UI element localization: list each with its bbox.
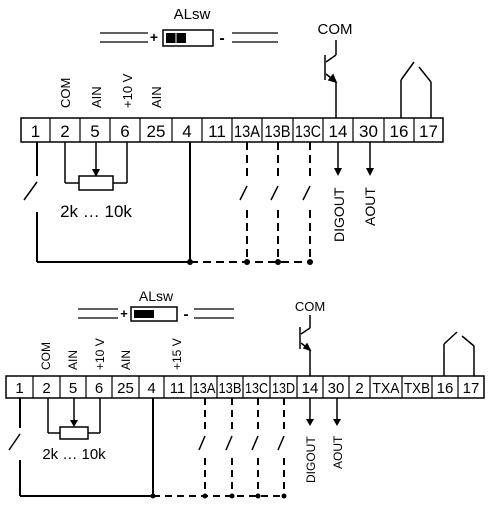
top-aout-label: AOUT (362, 187, 378, 226)
bottom-aout-label: AOUT (331, 435, 345, 469)
bottom-switch-plus: + (120, 306, 128, 321)
bottom-terminal-strip (5, 375, 485, 399)
top-terminal-13a: 13A (234, 122, 261, 141)
bottom-label-plus10v: +10 V (93, 338, 107, 370)
top-wiring-diagram: ALsw + - COM AIN +10 V AIN COM (20, 6, 444, 265)
bottom-terminal-16: 16 (437, 380, 454, 397)
bottom-terminal-30: 30 (328, 380, 345, 397)
bottom-terminal-6: 6 (95, 380, 103, 397)
bottom-terminal-13b: 13B (219, 380, 242, 397)
top-label-ain: AIN (89, 86, 104, 108)
bottom-pot-wiper-arrow (70, 420, 78, 427)
bottom-relay-contact (443, 331, 475, 376)
top-terminal-1: 1 (31, 122, 40, 141)
bottom-terminal-2: 2 (42, 380, 50, 397)
bottom-terminal-13c: 13C (245, 380, 268, 397)
top-switch (100, 29, 278, 47)
bottom-terminal-5: 5 (69, 380, 77, 397)
top-label-plus10v: +10 V (120, 73, 135, 108)
bottom-label-com: COM (39, 342, 53, 370)
top-label-com: COM (58, 78, 73, 108)
bottom-wiring (8, 398, 285, 497)
bottom-terminal-13a: 13A (193, 380, 216, 397)
top-digout-arrow (334, 168, 342, 176)
top-junction-dot (187, 259, 193, 265)
bottom-terminal-25: 25 (117, 380, 134, 397)
top-junction-dot (275, 259, 281, 265)
top-relay-contact (400, 61, 432, 118)
bottom-label-plus15v: +15 V (170, 338, 184, 370)
top-terminal-4: 4 (182, 122, 191, 141)
top-terminal-13b: 13B (265, 122, 291, 141)
top-pot-wiper-arrow (92, 169, 100, 177)
top-switch-label: ALsw (174, 6, 211, 23)
bottom-label-ain2: AIN (119, 350, 133, 370)
top-transistor-label: COM (318, 21, 353, 38)
bottom-output-arrows (309, 398, 338, 420)
bottom-switch (78, 306, 234, 322)
top-switch-minus: - (219, 30, 224, 47)
top-terminal-25: 25 (147, 122, 166, 141)
bottom-wiring-diagram: ALsw + - COM AIN +10 V AIN +15 V COM (5, 288, 485, 499)
bottom-terminal-txb: TXB (404, 380, 430, 397)
top-junction-dot (307, 259, 313, 265)
bottom-terminal-11: 11 (170, 380, 186, 397)
bottom-digout-label: DIGOUT (304, 436, 318, 483)
top-switch-plus: + (150, 29, 158, 45)
top-terminal-2: 2 (60, 122, 69, 141)
bottom-transistor-symbol (299, 315, 312, 376)
bottom-junction-dot (202, 493, 208, 499)
top-output-arrows (337, 142, 371, 170)
bottom-terminal-2b: 2 (355, 380, 363, 397)
bottom-terminal-4: 4 (147, 380, 155, 397)
top-terminal-6: 6 (120, 122, 129, 141)
bottom-terminal-17: 17 (463, 380, 480, 397)
bottom-junction-dot (229, 493, 235, 499)
bottom-pot-range: 2k … 10k (42, 446, 106, 463)
bottom-junction-dot (150, 493, 156, 499)
bottom-switch-minus: - (184, 306, 189, 323)
bottom-digout-arrow (306, 419, 314, 426)
bottom-junction-dot (255, 493, 261, 499)
top-terminal-17: 17 (419, 122, 438, 141)
bottom-junction-dot (281, 493, 287, 499)
top-terminal-30: 30 (359, 122, 378, 141)
top-wiring (23, 142, 312, 263)
top-label-ain2: AIN (149, 86, 164, 108)
bottom-label-ain: AIN (66, 350, 80, 370)
top-transistor-symbol (324, 40, 338, 118)
top-terminal-11: 11 (208, 122, 226, 141)
bottom-terminal-14: 14 (302, 380, 319, 397)
top-terminal-5: 5 (90, 122, 99, 141)
top-pot-range: 2k … 10k (60, 202, 132, 221)
top-digout-label: DIGOUT (331, 187, 347, 242)
bottom-terminal-13d: 13D (272, 380, 295, 397)
top-aout-arrow (366, 168, 374, 176)
bottom-terminal-1: 1 (15, 380, 23, 397)
bottom-terminal-txa: TXA (373, 380, 400, 397)
bottom-transistor-label: COM (295, 299, 325, 314)
bottom-aout-arrow (333, 419, 341, 426)
top-terminal-strip (20, 117, 444, 143)
top-terminal-14: 14 (329, 122, 348, 141)
top-terminal-13c: 13C (295, 122, 321, 141)
top-junction-dot (244, 259, 250, 265)
bottom-switch-label: ALsw (139, 288, 174, 304)
top-terminal-16: 16 (390, 122, 409, 141)
